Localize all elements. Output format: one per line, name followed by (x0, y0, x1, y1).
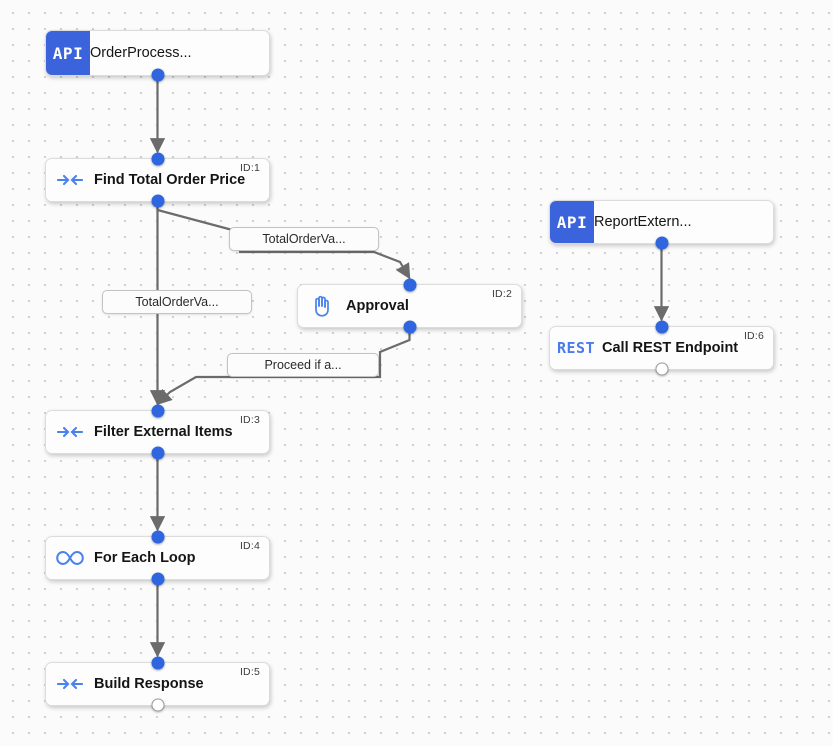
node-for-each-loop[interactable]: For Each Loop ID:4 (45, 530, 270, 586)
node-title: Approval (346, 298, 409, 314)
node-id-label: ID:4 (239, 540, 260, 552)
input-port[interactable] (403, 278, 416, 292)
node-id-label: ID:1 (239, 162, 260, 174)
api-badge-icon: API (46, 31, 90, 75)
infinity-icon (46, 537, 94, 579)
node-report-extern[interactable]: API ReportExtern... (549, 200, 774, 250)
node-title: Find Total Order Price (94, 172, 246, 188)
output-port[interactable] (151, 68, 164, 82)
api-badge-icon: API (550, 201, 594, 243)
edge-label-text: TotalOrderVa... (135, 295, 219, 309)
node-title: For Each Loop (94, 550, 196, 566)
edge-label-proceed-if-approved[interactable]: Proceed if a... (227, 353, 379, 377)
node-id-label: ID:3 (239, 414, 260, 426)
output-port[interactable] (655, 362, 668, 376)
node-title: Call REST Endpoint (602, 340, 739, 356)
output-port[interactable] (151, 698, 164, 712)
node-title: OrderProcess... (90, 45, 192, 61)
output-port[interactable] (403, 320, 416, 334)
hand-icon (298, 285, 346, 327)
input-port[interactable] (151, 656, 164, 670)
edge-label-text: Proceed if a... (264, 358, 342, 372)
output-port[interactable] (655, 236, 668, 250)
edge-label-total-order-value-to-approval[interactable]: TotalOrderVa... (229, 227, 379, 251)
node-approval[interactable]: Approval ID:2 (297, 278, 522, 334)
input-port[interactable] (151, 530, 164, 544)
output-port[interactable] (151, 194, 164, 208)
node-title: ReportExtern... (594, 214, 692, 230)
input-port[interactable] (151, 404, 164, 418)
node-order-process[interactable]: API OrderProcess... (45, 30, 270, 82)
output-port[interactable] (151, 446, 164, 460)
input-port[interactable] (151, 152, 164, 166)
node-call-rest-endpoint[interactable]: REST Call REST Endpoint ID:6 (549, 320, 774, 376)
node-title: Filter External Items (94, 424, 233, 440)
node-id-label: ID:2 (491, 288, 512, 300)
node-title: Build Response (94, 676, 204, 692)
node-filter-external-items[interactable]: Filter External Items ID:3 (45, 404, 270, 460)
node-build-response[interactable]: Build Response ID:5 (45, 656, 270, 712)
output-port[interactable] (151, 572, 164, 586)
node-id-label: ID:5 (239, 666, 260, 678)
merge-arrows-icon (46, 159, 94, 201)
merge-arrows-icon (46, 663, 94, 705)
rest-badge-icon: REST (556, 339, 596, 357)
edge-label-text: TotalOrderVa... (262, 232, 346, 246)
edge-label-total-order-value-to-filter[interactable]: TotalOrderVa... (102, 290, 252, 314)
merge-arrows-icon (46, 411, 94, 453)
node-find-total-order-price[interactable]: Find Total Order Price ID:1 (45, 152, 270, 208)
node-id-label: ID:6 (743, 330, 764, 342)
input-port[interactable] (655, 320, 668, 334)
